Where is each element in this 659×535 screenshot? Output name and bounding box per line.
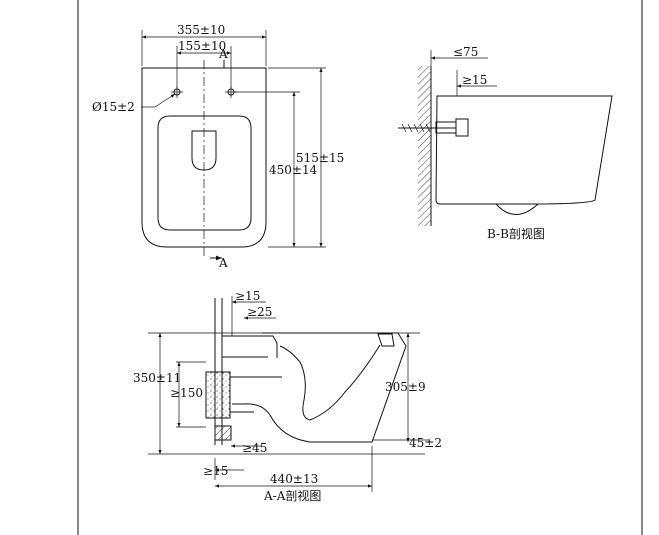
- bowl-top-outline: [141, 67, 267, 248]
- dim-overall-width: 355±10: [177, 23, 225, 37]
- top-view: 355±10 155±10 Ø15±2 450±14 515±15 A A: [92, 23, 344, 270]
- dim-hole-diameter: Ø15±2: [92, 100, 135, 114]
- dim-pipe-clearance: ≥45: [242, 441, 267, 455]
- dim-hole-spacing: 155±10: [178, 39, 226, 53]
- section-view: 350±11 ≥150 ≥15 ≥25 305±9 45±2 ≥45 ≥15 4…: [133, 289, 442, 503]
- floor-anchor: [214, 425, 232, 441]
- dim-inlet-offset: ≥25: [247, 305, 272, 319]
- bowl-rim-detail: [377, 333, 395, 347]
- section-marker-bottom: A: [218, 256, 228, 270]
- dim-floor-gap: ≥15: [203, 464, 228, 478]
- dim-height: 305±9: [385, 380, 426, 394]
- fixing-bolt: [398, 118, 469, 137]
- section-marker-top: A: [218, 47, 228, 61]
- bowl-side-base: [495, 203, 539, 215]
- bowl-section-inner: [279, 344, 381, 421]
- dim-outlet-min: ≥150: [170, 386, 203, 400]
- dim-wall-gap-max: ≤75: [453, 45, 478, 59]
- caption-b-b: B-B剖视图: [487, 226, 545, 241]
- wall-hatch: [418, 66, 431, 226]
- side-view: ≤75 ≥15 B-B剖视图: [398, 45, 613, 241]
- dim-projection: 440±13: [270, 472, 318, 486]
- outlet-pipe: [230, 376, 282, 413]
- dim-inlet-min: ≥15: [235, 289, 260, 303]
- dim-hole-to-front: 450±14: [269, 163, 318, 177]
- dim-bottom-height: 45±2: [409, 436, 442, 450]
- bowl-side-outline: [435, 95, 613, 205]
- bowl-inner-rim: [157, 115, 252, 231]
- caption-a-a: A-A剖视图: [263, 488, 321, 503]
- bowl-section-outer: [232, 332, 407, 443]
- inlet-duct: [222, 335, 278, 358]
- dim-overall-length: 515±15: [296, 151, 344, 165]
- outlet-seal: [205, 371, 231, 419]
- dim-outlet-center: 350±11: [133, 371, 181, 385]
- dim-wall-gap-min: ≥15: [462, 73, 487, 87]
